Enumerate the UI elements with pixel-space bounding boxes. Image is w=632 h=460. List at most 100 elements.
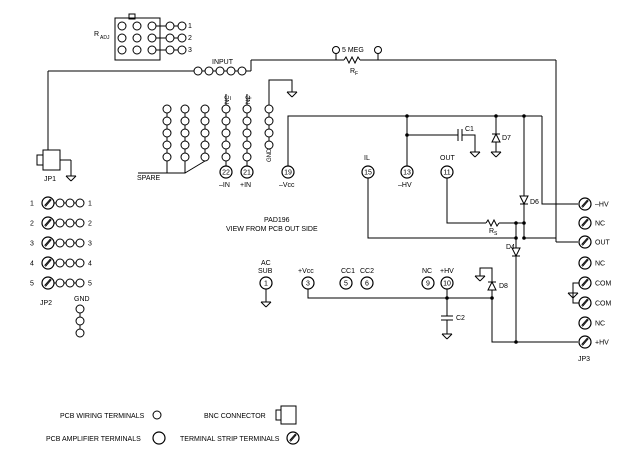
- pad-21: [240, 165, 254, 179]
- input-row: INPUT 5 MEG R F: [47, 46, 557, 242]
- pad-1-num: 1: [264, 281, 268, 288]
- jp2-gnd-label: GND: [74, 296, 90, 303]
- pad13-c1-d7: C1 D7 13 –HV: [398, 116, 511, 189]
- rf-resistor: [343, 55, 361, 65]
- output-stage: IL 15 OUT 11 R S D6 D4: [361, 116, 578, 344]
- d4-label: D4: [506, 244, 515, 251]
- pad-9-label: NC: [422, 268, 432, 275]
- legend-strip-icon: [286, 431, 300, 445]
- c1-label: C1: [465, 126, 474, 133]
- pad-21-num: 21: [243, 170, 251, 177]
- rf-terminal-left: [332, 46, 340, 54]
- jp2-left-5: 5: [30, 281, 34, 288]
- jp2-left-1: 1: [30, 201, 34, 208]
- d7-label: D7: [502, 135, 511, 142]
- d7-diode: [491, 132, 501, 143]
- pad-6: [360, 276, 374, 290]
- radj-box: [114, 17, 161, 61]
- jp2-right-2: 2: [88, 221, 92, 228]
- rs-resistor: [485, 218, 500, 228]
- pad-15-label: IL: [364, 155, 370, 162]
- rs-label-sub: S: [494, 231, 498, 237]
- pad19-wiring: 19 –Vcc: [279, 114, 542, 189]
- d8-label: D8: [499, 283, 508, 290]
- pad-13-label: –HV: [398, 182, 412, 189]
- jp2-left-3: 3: [30, 241, 34, 248]
- bottom-pads: AC SUB 1 +Vcc 3 CC1 5 CC2 6 NC 9 +HV 10 …: [258, 260, 578, 343]
- col22-vlabel-nc: NC: [225, 95, 231, 104]
- ac-label-1: AC: [261, 260, 271, 267]
- d6-diode: [519, 195, 529, 206]
- radj-label-sub: ADJ: [100, 35, 110, 41]
- jp2-left-4: 4: [30, 261, 34, 268]
- legend-pcb-amp-label: PCB AMPLIFIER TERMINALS: [46, 436, 141, 443]
- pad-5: [339, 276, 353, 290]
- jp2-label: JP2: [40, 300, 52, 307]
- legend-bnc-icon: [280, 405, 297, 425]
- pad-13-num: 13: [403, 170, 411, 177]
- d4-diode: [511, 247, 521, 258]
- spare-columns: SPARE: [137, 104, 210, 182]
- jp3-term-6: COM: [595, 301, 612, 308]
- pad-3-num: 3: [306, 281, 310, 288]
- radj-pin-3: 3: [188, 47, 192, 54]
- pad-9: [421, 276, 435, 290]
- jp3-term-7: NC: [595, 321, 605, 328]
- pin-columns: – NC + NC GND 22 21 –IN +IN: [219, 79, 298, 189]
- cc2-label: CC2: [360, 268, 374, 275]
- col21-vlabel-plus: +: [247, 96, 254, 100]
- pad-10-label: +HV: [440, 268, 454, 275]
- pad-5-num: 5: [344, 281, 348, 288]
- pad-15-num: 15: [364, 170, 372, 177]
- col21-vlabel-nc: NC: [246, 95, 252, 104]
- radj-tab: [128, 13, 136, 20]
- jp2-right-4: 4: [88, 261, 92, 268]
- legend-bnc-label: BNC CONNECTOR: [204, 413, 266, 420]
- col22-vlabel-minus: –: [227, 96, 234, 100]
- radj-label: R: [94, 31, 99, 38]
- pad-19-num: 19: [284, 170, 292, 177]
- bnc-box: [42, 149, 61, 171]
- legend-pcb-wiring-icon: [152, 410, 162, 420]
- spare-label: SPARE: [137, 175, 161, 182]
- d8-diode: [487, 280, 497, 291]
- pad-6-num: 6: [365, 281, 369, 288]
- jp3-term-3: OUT: [595, 240, 611, 247]
- radj-pin-1: 1: [188, 23, 192, 30]
- jp2-left-2: 2: [30, 221, 34, 228]
- jp2-right-1: 1: [88, 201, 92, 208]
- pad-13: [400, 165, 414, 179]
- c2-label: C2: [456, 315, 465, 322]
- jp3-label: JP3: [578, 356, 590, 363]
- jp1-label: JP1: [44, 176, 56, 183]
- col-gnd-vlabel: GND: [267, 148, 273, 162]
- legend-strip-label: TERMINAL STRIP TERMINALS: [180, 436, 280, 443]
- jp2-right-3: 3: [88, 241, 92, 248]
- d6-label: D6: [530, 199, 539, 206]
- ac-label-2: SUB: [258, 268, 273, 275]
- bnc-tab: [36, 154, 44, 166]
- jp1-bnc: JP1: [36, 149, 77, 183]
- radj-block: R ADJ 1 2 3: [94, 13, 192, 61]
- pad-9-num: 9: [426, 281, 430, 288]
- pad-10-num: 10: [443, 281, 451, 288]
- pad-21-label: +IN: [240, 182, 251, 189]
- pad-title: PAD196: [264, 217, 290, 224]
- pad-11-num: 11: [443, 170, 450, 177]
- cc1-label: CC1: [341, 268, 355, 275]
- rf-terminal-right: [374, 46, 382, 54]
- jp2-right-5: 5: [88, 281, 92, 288]
- pad-22-label: –IN: [219, 182, 230, 189]
- jp2-block: 1 1 2 2 3 3 4 4 5 5 JP2 GND: [30, 196, 92, 338]
- jp3-term-2: NC: [595, 221, 605, 228]
- rs-label: R: [489, 228, 494, 235]
- pad-3-label: +Vcc: [298, 268, 314, 275]
- rf-label-sub: F: [355, 71, 358, 77]
- rf-value: 5 MEG: [342, 47, 364, 54]
- legend: PCB WIRING TERMINALS PCB AMPLIFIER TERMI…: [46, 405, 300, 445]
- pad-22-num: 22: [222, 170, 230, 177]
- pad-11-label: OUT: [440, 155, 456, 162]
- jp3-term-5: COM: [595, 281, 612, 288]
- legend-pcb-wiring-label: PCB WIRING TERMINALS: [60, 413, 145, 420]
